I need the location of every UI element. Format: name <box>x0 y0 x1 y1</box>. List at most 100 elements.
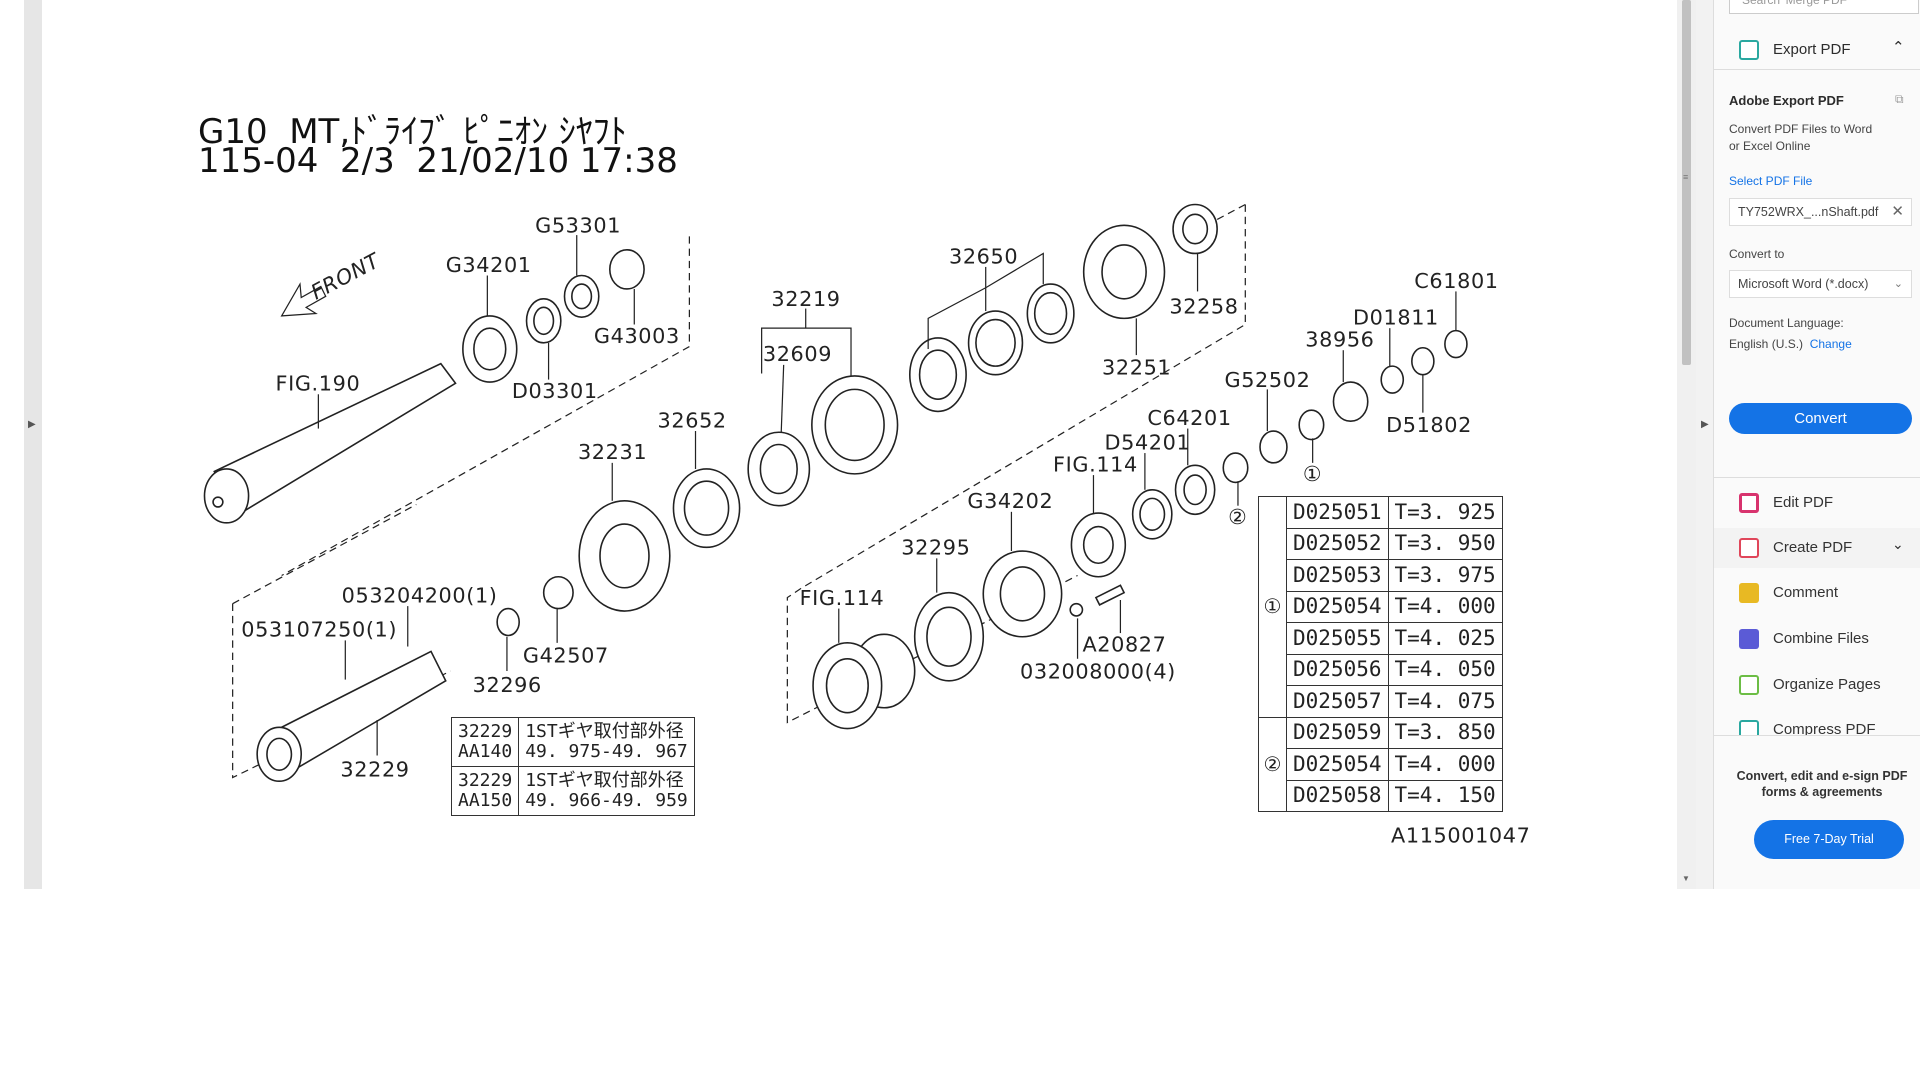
chevron-up-icon[interactable]: ⌃ <box>1892 39 1905 56</box>
scrollbar-thumb[interactable] <box>1682 0 1691 365</box>
chevron-down-icon[interactable]: ⌄ <box>1892 536 1904 552</box>
part-number: D025058 <box>1286 779 1389 812</box>
free-trial-button[interactable]: Free 7-Day Trial <box>1754 820 1904 859</box>
convert-to-label: Convert to <box>1729 247 1785 261</box>
shaft-center <box>212 496 224 508</box>
drawing-id: A115001047 <box>1391 823 1530 847</box>
part-number: D025051 <box>1286 496 1389 529</box>
tool-comment[interactable]: Comment <box>1714 573 1920 613</box>
tool-organize-pages[interactable]: Organize Pages <box>1714 665 1920 705</box>
thickness: T=4. 000 <box>1387 590 1503 623</box>
export-pdf-header[interactable]: Export PDF ⌃ <box>1714 30 1920 70</box>
diameter-range: 49. 975-49. 967 <box>525 741 688 762</box>
remove-file-icon[interactable]: ✕ <box>1891 203 1904 220</box>
label-32231: 32231 <box>578 440 647 464</box>
label-d03301: D03301 <box>512 379 598 403</box>
part-number: D025052 <box>1286 527 1389 560</box>
export-pdf-title: Export PDF <box>1773 41 1851 58</box>
divider <box>1714 735 1920 736</box>
label-fig190[interactable]: FIG.190 <box>276 372 361 396</box>
convert-button[interactable]: Convert <box>1729 403 1912 434</box>
tool-label: Compress PDF <box>1773 721 1876 735</box>
tool-label: Create PDF <box>1773 539 1853 556</box>
promo-text: forms & agreements <box>1761 785 1883 799</box>
thickness: T=4. 025 <box>1387 622 1503 655</box>
group-outline <box>281 236 690 577</box>
tool-create-pdf[interactable]: Create PDF ⌄ <box>1714 528 1920 568</box>
parts <box>462 203 1468 730</box>
thickness: T=4. 000 <box>1387 748 1503 781</box>
part-number: D025053 <box>1286 559 1389 592</box>
expand-left-arrow-icon[interactable]: ▶ <box>28 419 36 430</box>
label-fig114[interactable]: FIG.114 <box>1053 452 1138 476</box>
document-language-value: English (U.S.) <box>1729 337 1804 351</box>
label-32652: 32652 <box>658 408 727 432</box>
label-g34202: G34202 <box>967 489 1053 513</box>
label-fig114[interactable]: FIG.114 <box>800 586 885 610</box>
description-line: or Excel Online <box>1729 139 1811 153</box>
thickness: T=3. 975 <box>1387 559 1503 592</box>
part-number: D025054 <box>1286 748 1389 781</box>
thickness: T=3. 925 <box>1387 496 1503 529</box>
diameter-range: 49. 966-49. 959 <box>525 790 688 811</box>
part-number: D025056 <box>1286 653 1389 686</box>
group-outline <box>232 503 417 605</box>
collapse-panel-arrow-icon[interactable]: ▶ <box>1701 419 1709 430</box>
tool-combine-files[interactable]: Combine Files <box>1714 619 1920 659</box>
thickness: T=3. 950 <box>1387 527 1503 560</box>
label-g43003: G43003 <box>594 324 680 348</box>
label-38956: 38956 <box>1305 328 1374 352</box>
vertical-scrollbar[interactable]: ≡ ▼ <box>1677 0 1696 889</box>
label-32296: 32296 <box>473 673 542 697</box>
label-g52502: G52502 <box>1224 368 1310 392</box>
part-description: 1STギヤ取付部外径 <box>525 721 684 742</box>
search-tools-input[interactable]: Search 'Merge PDF' <box>1729 0 1919 14</box>
scroll-down-arrow-icon[interactable]: ▼ <box>1682 874 1690 883</box>
chevron-down-icon: ⌄ <box>1893 278 1903 290</box>
label-32295: 32295 <box>901 536 970 560</box>
left-panel-toggle[interactable]: ▶ <box>24 0 42 889</box>
tool-edit-pdf[interactable]: Edit PDF <box>1714 483 1920 523</box>
tool-label: Edit PDF <box>1773 494 1834 511</box>
thickness: T=3. 850 <box>1387 716 1503 749</box>
section-title: Adobe Export PDF <box>1729 93 1844 108</box>
promo-text: Convert, edit and e-sign PDF <box>1736 769 1908 783</box>
hub-shaft-bore <box>266 737 293 771</box>
diagram-title: G10 MT,ﾄﾞﾗｲﾌﾞ ﾋﾟﾆｵﾝ ｼﾔﾌﾄ <box>198 112 627 152</box>
group-1: ① <box>1258 496 1287 718</box>
right-panel-toggle[interactable]: ▶ <box>1696 0 1714 889</box>
comment-icon <box>1739 583 1759 603</box>
tool-compress-pdf[interactable]: Compress PDF <box>1714 710 1920 735</box>
leader-lines <box>317 235 1457 756</box>
label-d54201: D54201 <box>1104 430 1190 454</box>
thickness: T=4. 050 <box>1387 653 1503 686</box>
thickness: T=4. 150 <box>1387 779 1503 812</box>
tool-label: Comment <box>1773 584 1839 601</box>
description-line: Convert PDF Files to Word <box>1729 122 1873 136</box>
divider <box>1714 477 1920 478</box>
label-32609: 32609 <box>763 342 832 366</box>
convert-to-select[interactable]: Microsoft Word (*.docx) ⌄ <box>1729 270 1912 298</box>
part-code: AA140 <box>458 741 513 762</box>
part-number: D025054 <box>1286 590 1389 623</box>
part-number: D025055 <box>1286 622 1389 655</box>
label-circle-2: ② <box>1228 505 1247 529</box>
front-arrow-icon <box>280 282 327 317</box>
create-pdf-icon <box>1739 538 1759 558</box>
change-language-link[interactable]: Change <box>1809 337 1852 351</box>
select-pdf-file-link[interactable]: Select PDF File <box>1729 174 1813 188</box>
tools-panel: Search 'Merge PDF' Export PDF ⌃ Adobe Ex… <box>1714 0 1920 889</box>
selected-file-field[interactable]: TY752WRX_...nShaft.pdf ✕ <box>1729 198 1912 226</box>
label-c64201: C64201 <box>1147 406 1231 430</box>
part-number: D025057 <box>1286 685 1389 718</box>
